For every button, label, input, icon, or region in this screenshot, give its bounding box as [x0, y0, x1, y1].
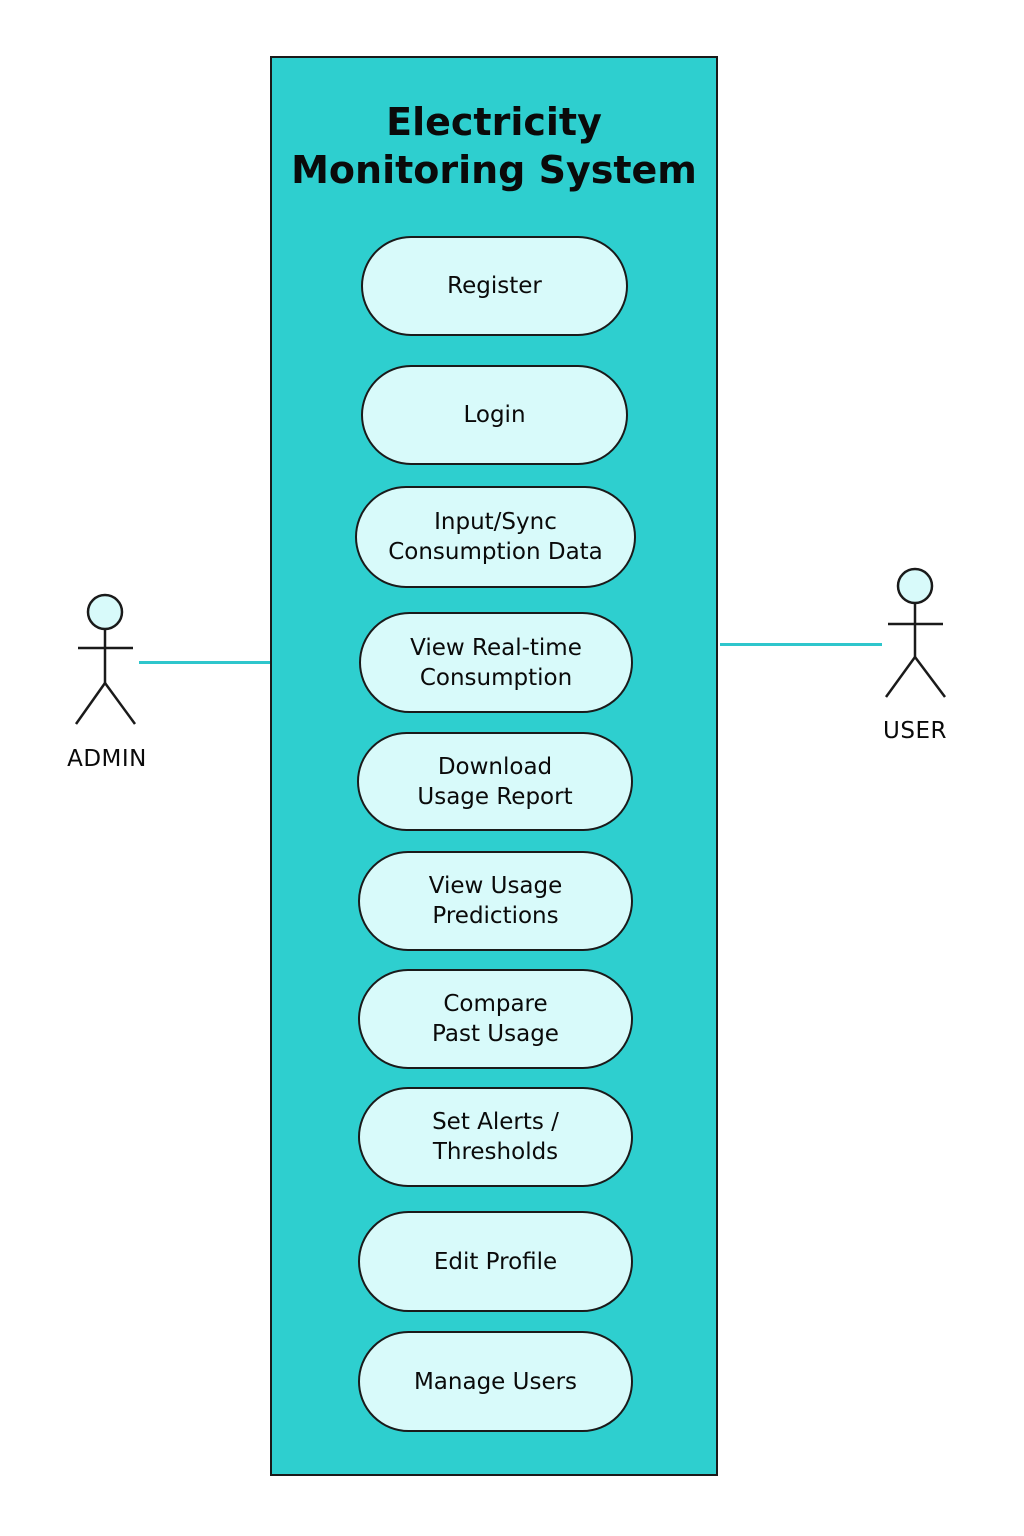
use-case-label: View Real-time Consumption	[410, 634, 582, 691]
use-case-login: Login	[361, 365, 628, 465]
use-case-label: Download Usage Report	[417, 753, 573, 810]
use-case-download-usage-report: Download Usage Report	[357, 732, 633, 831]
use-case-register: Register	[361, 236, 628, 336]
use-case-label: View Usage Predictions	[428, 873, 563, 929]
use-case-manage-users: Manage Users	[358, 1331, 633, 1432]
admin-stick-figure-icon	[74, 593, 137, 725]
use-case-label: Input/Sync Consumption Data	[388, 509, 603, 565]
use-case-label: Manage Users	[413, 1368, 578, 1395]
user-actor-label: USER	[883, 718, 947, 744]
use-case-label: Edit Profile	[433, 1248, 558, 1275]
admin-actor-label: ADMIN	[67, 746, 147, 772]
use-case-label: Compare Past Usage	[432, 991, 559, 1047]
use-case-label: Login	[463, 402, 526, 428]
system-title-line-1: Electricity	[386, 100, 602, 144]
use-case-edit-profile: Edit Profile	[358, 1211, 633, 1312]
use-case-view-real-time-consumption: View Real-time Consumption	[359, 612, 633, 713]
use-case-view-usage-predictions: View Usage Predictions	[358, 851, 633, 951]
use-case-compare-past-usage: Compare Past Usage	[358, 969, 633, 1069]
system-title-line-2: Monitoring System	[291, 148, 697, 192]
use-case-label: Register	[447, 273, 542, 299]
user-stick-figure-icon	[884, 567, 946, 698]
use-case-input-sync-consumption-data: Input/Sync Consumption Data	[355, 486, 636, 588]
admin-connector-line	[139, 661, 270, 664]
system-title: Electricity Monitoring System	[270, 98, 718, 194]
use-case-set-alerts-thresholds: Set Alerts / Thresholds	[358, 1087, 633, 1187]
use-case-label: Set Alerts / Thresholds	[432, 1109, 559, 1165]
user-connector-line	[720, 643, 882, 646]
